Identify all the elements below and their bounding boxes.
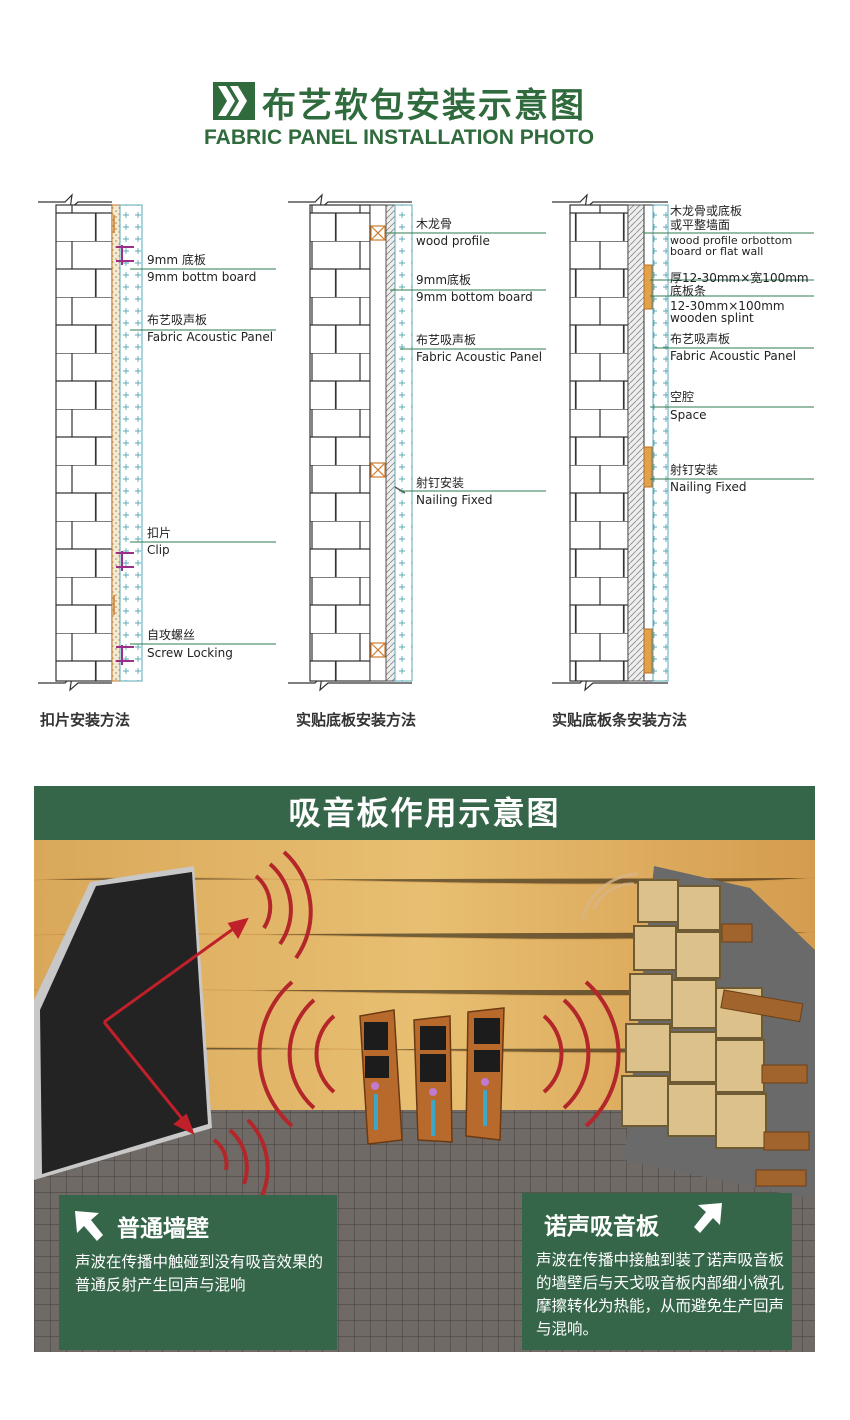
arrow-up-right-icon — [694, 1203, 722, 1233]
brick-wall — [569, 204, 629, 682]
brick-wall — [55, 204, 113, 682]
label-splint-line3: 12-30mm×100mm — [670, 299, 785, 313]
acoustic-panel-description: 声波在传播中接触到装了诺声吸音板的墙壁后与天戈吸音板内部细小微孔摩擦转化为热能，… — [536, 1251, 785, 1338]
label-panel-en: Fabric Acoustic Panel — [670, 349, 796, 363]
acoustic-panel — [394, 204, 413, 682]
acoustic-panel — [652, 204, 669, 682]
acoustic-panel-wall — [621, 866, 815, 1200]
label-wood-profile-cn: 木龙骨 — [416, 217, 452, 231]
reflection-arrow-icon — [102, 917, 249, 1136]
caption-bottom-board-method: 实贴底板安装方法 — [296, 711, 416, 729]
acoustic-panel-heading: 诺声吸音板 — [544, 1214, 659, 1240]
acoustic-panel — [119, 204, 143, 682]
label-bottom-board-en: 9mm bottm board — [147, 270, 256, 284]
label-space-en: Space — [670, 408, 707, 422]
arrow-up-left-icon — [75, 1211, 103, 1241]
plain-wall-info-box: 普通墙壁 声波在传播中触碰到没有吸音效果的普通反射产生回声与混响 — [59, 1195, 337, 1350]
label-splint-line2: 底板条 — [670, 283, 706, 298]
label-base-line4: board or flat wall — [670, 245, 763, 258]
label-panel-en: Fabric Acoustic Panel — [416, 350, 542, 364]
label-nailing-cn: 射钉安装 — [416, 475, 464, 490]
speaker-icon — [359, 1007, 505, 1145]
sound-absorption-scene: 普通墙壁 声波在传播中触碰到没有吸音效果的普通反射产生回声与混响 诺声吸音板 声… — [34, 840, 815, 1352]
caption-splint-method: 实贴底板条安装方法 — [552, 711, 687, 729]
label-bottom-board-cn: 9mm底板 — [416, 272, 471, 287]
label-nailing-en: Nailing Fixed — [416, 493, 492, 507]
label-nailing-cn: 射钉安装 — [670, 462, 718, 477]
label-clip-en: Clip — [147, 543, 170, 557]
label-panel-cn: 布艺吸声板 — [670, 332, 730, 346]
label-screw-cn: 自攻螺丝 — [147, 628, 195, 642]
label-panel-cn: 布艺吸声板 — [147, 313, 207, 327]
bottom-board — [385, 204, 396, 682]
acoustic-panel-info-box: 诺声吸音板 声波在传播中接触到装了诺声吸音板的墙壁后与天戈吸音板内部细小微孔摩擦… — [522, 1193, 792, 1350]
label-panel-cn: 布艺吸声板 — [416, 333, 476, 347]
label-splint-line4: wooden splint — [670, 311, 754, 325]
label-screw-en: Screw Locking — [147, 646, 233, 660]
clip-icon — [116, 245, 134, 665]
plain-wall-heading: 普通墙壁 — [117, 1216, 209, 1242]
label-splint-line1: 厚12-30mm×宽100mm — [670, 270, 809, 285]
label-space-cn: 空腔 — [670, 389, 694, 404]
label-base-line2: 或平整墙面 — [670, 217, 730, 232]
label-panel-en: Fabric Acoustic Panel — [147, 330, 273, 344]
brick-wall — [309, 204, 371, 682]
plain-wall-description: 声波在传播中触碰到没有吸音效果的普通反射产生回声与混响 — [75, 1253, 324, 1294]
page-subtitle: FABRIC PANEL INSTALLATION PHOTO — [204, 126, 595, 149]
installation-diagrams: 9mm 底板 9mm bottm board 布艺吸声板 Fabric Acou… — [38, 193, 814, 729]
diagram-bottom-board-installation: 木龙骨 wood profile 9mm底板 9mm bottom board … — [288, 193, 546, 729]
wood-profile-layer — [627, 204, 645, 682]
diagram-clip-installation: 9mm 底板 9mm bottm board 布艺吸声板 Fabric Acou… — [38, 193, 276, 729]
label-clip-cn: 扣片 — [147, 526, 171, 540]
label-base-line1: 木龙骨或底板 — [670, 203, 742, 218]
label-base-line3: wood profile orbottom — [670, 234, 792, 247]
diagram-splint-installation: 木龙骨或底板 或平整墙面 wood profile orbottom board… — [552, 193, 814, 729]
caption-clip-method: 扣片安装方法 — [40, 711, 130, 729]
section-title: 吸音板作用示意图 — [34, 786, 815, 840]
label-bottom-board-cn: 9mm 底板 — [147, 252, 206, 267]
page-title: 布艺软包安装示意图 — [262, 86, 586, 126]
splint-icon — [643, 264, 653, 674]
bottom-board — [111, 204, 121, 682]
wood-profile-layer — [369, 204, 387, 682]
sound-wave-icon — [212, 850, 621, 1197]
label-nailing-en: Nailing Fixed — [670, 480, 746, 494]
label-wood-profile-en: wood profile — [416, 234, 490, 248]
label-bottom-board-en: 9mm bottom board — [416, 290, 533, 304]
chevron-logo-icon — [213, 82, 255, 120]
